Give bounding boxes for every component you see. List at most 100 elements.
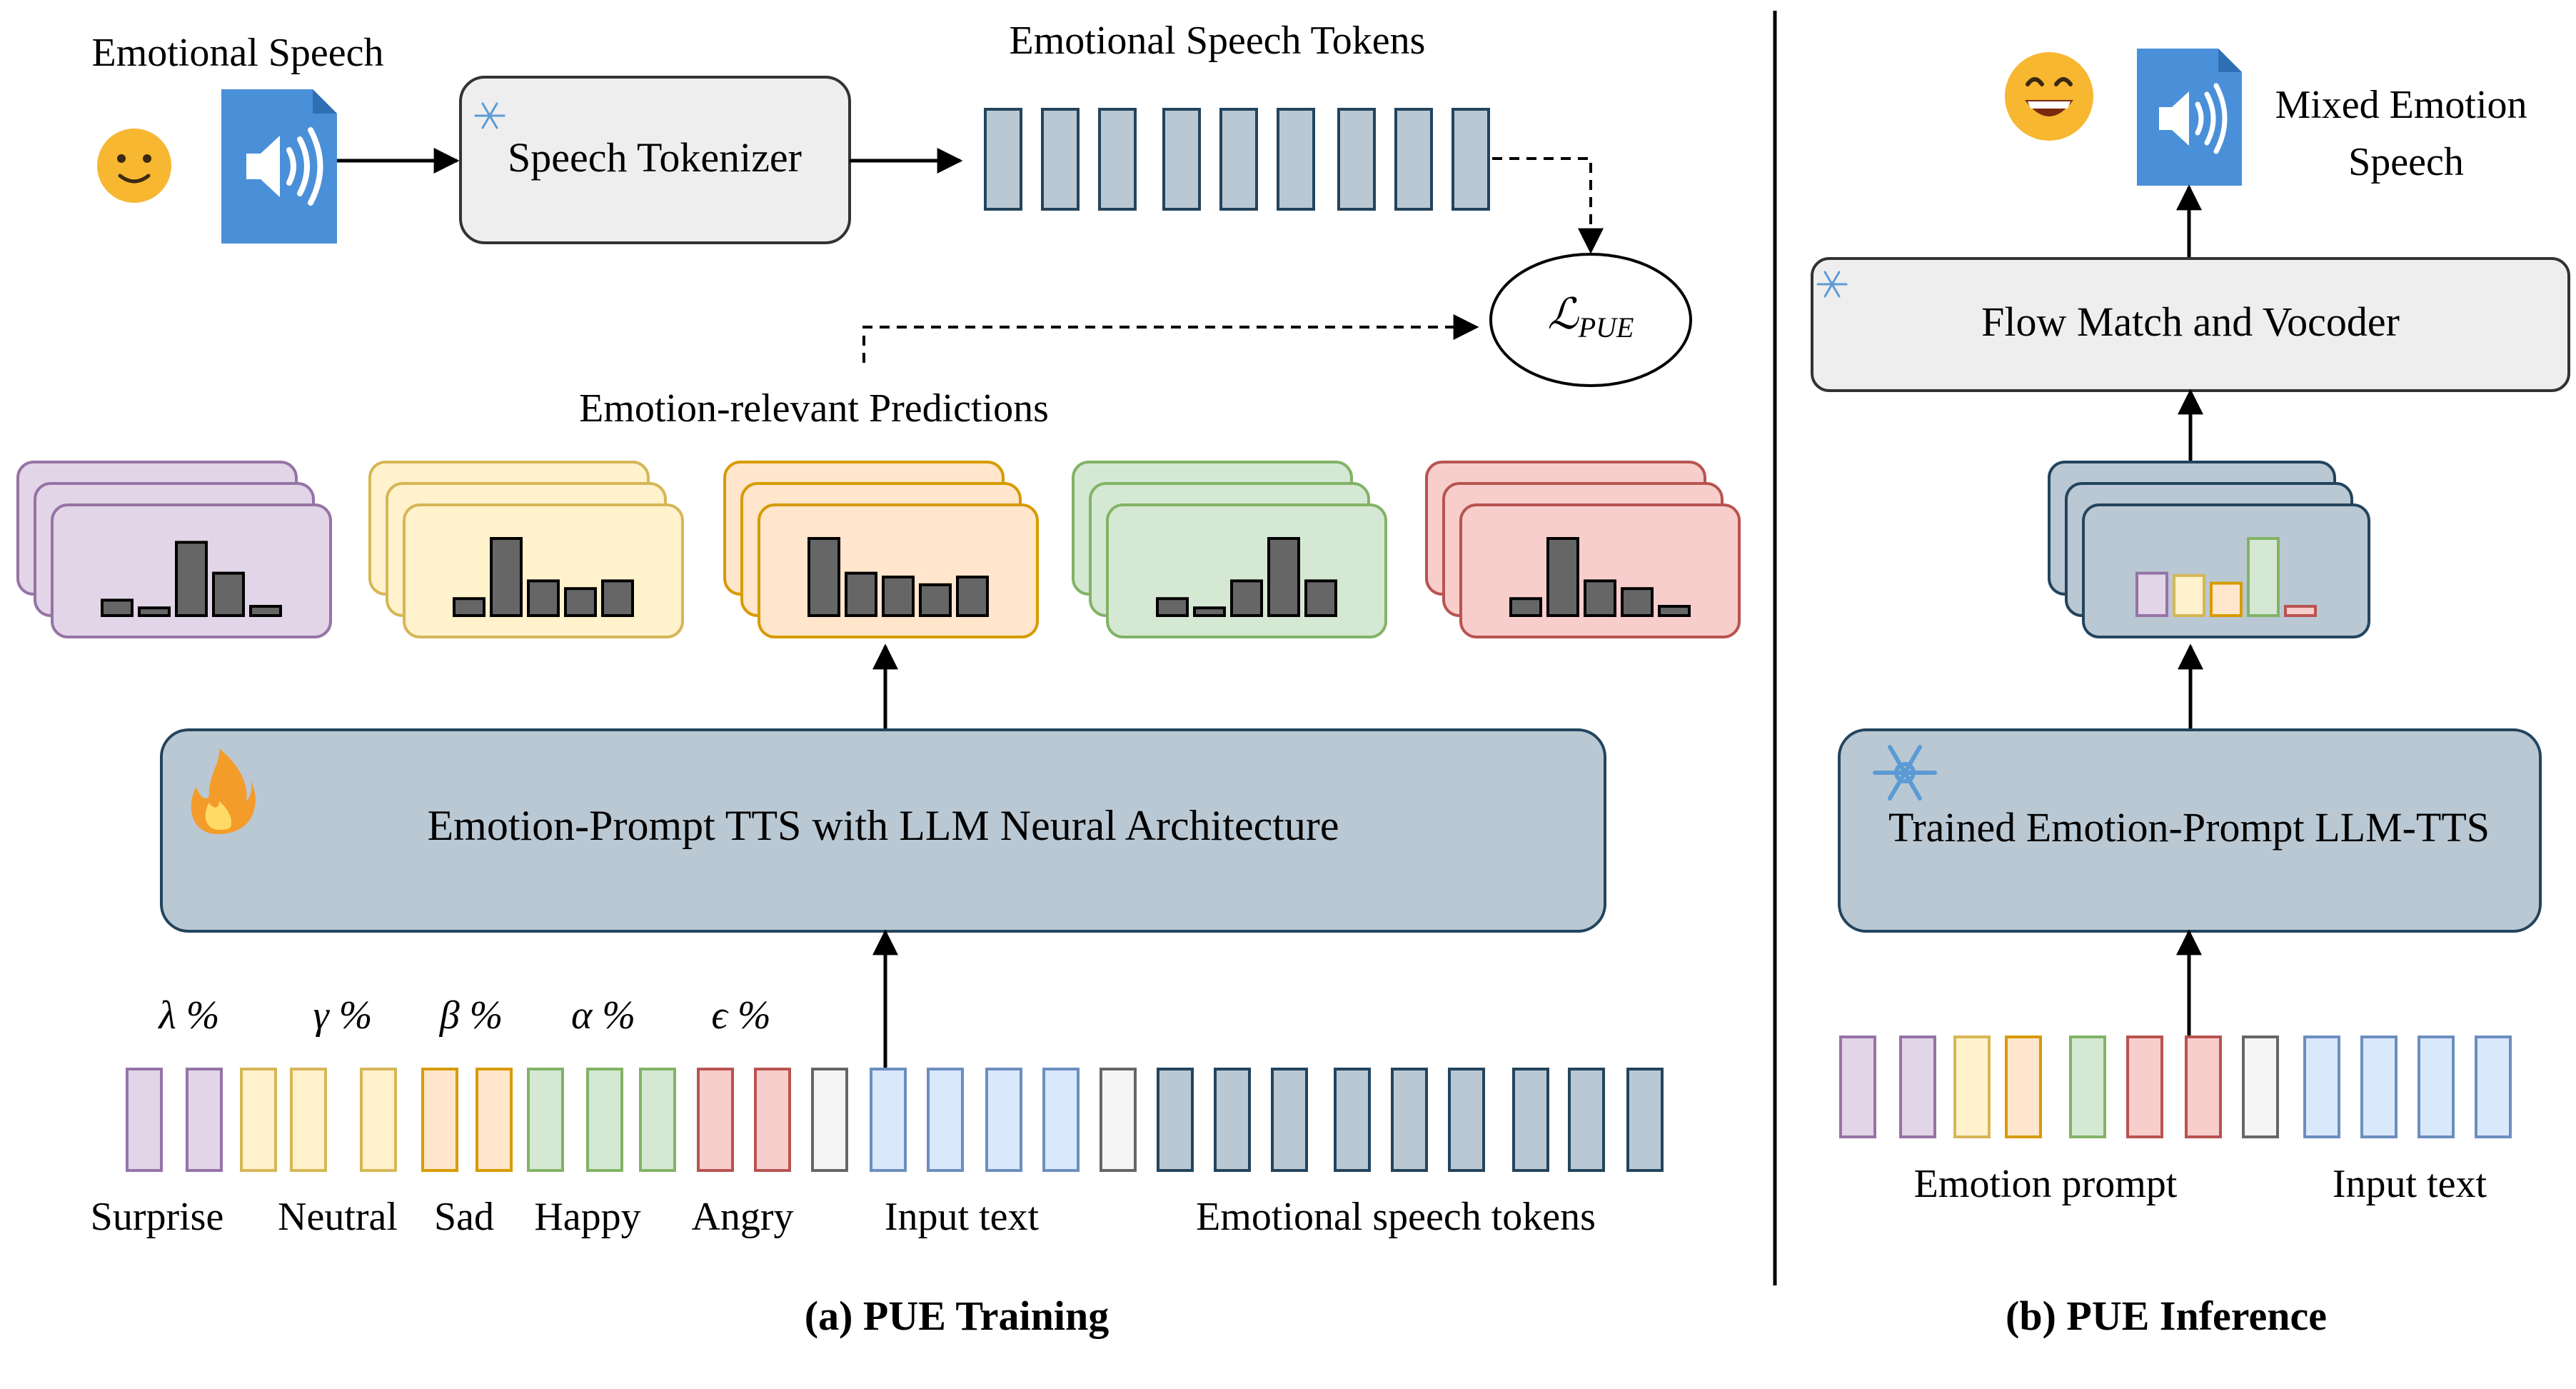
emotional-speech-tokens-label: Emotional Speech Tokens bbox=[1010, 19, 1426, 63]
audio-file-icon bbox=[221, 89, 337, 244]
prediction-bar bbox=[1156, 597, 1189, 617]
prediction-bar bbox=[1304, 579, 1337, 618]
speech-token bbox=[1337, 108, 1376, 211]
sequence-token bbox=[290, 1068, 327, 1172]
emotion-percent-labels: λ %γ %β %α %ϵ % bbox=[158, 993, 771, 1038]
prediction-bar bbox=[1621, 587, 1654, 618]
mixed-stack-cards bbox=[2048, 461, 2370, 638]
sequence-token bbox=[1568, 1068, 1605, 1172]
flow-match-vocoder-box: Flow Match and Vocoder bbox=[1811, 257, 2570, 392]
speech-token bbox=[1041, 108, 1080, 211]
sequence-token bbox=[2417, 1036, 2455, 1138]
sequence-token bbox=[1334, 1068, 1371, 1172]
loss-symbol: ℒPUE bbox=[1548, 291, 1634, 344]
prediction-bar bbox=[1509, 597, 1542, 617]
speech-tokenizer-label: Speech Tokenizer bbox=[508, 134, 802, 181]
prediction-stack-sad bbox=[723, 461, 1039, 638]
sequence-token bbox=[1157, 1068, 1194, 1172]
speech-token bbox=[1451, 108, 1490, 211]
prediction-bar bbox=[1230, 579, 1263, 618]
trained-llm-tts-label: Trained Emotion-Prompt LLM-TTS bbox=[1888, 804, 2490, 851]
prediction-card bbox=[2082, 503, 2370, 638]
inference-sequence-labels: Emotion prompt Input text bbox=[1914, 1162, 2487, 1206]
sequence-token bbox=[870, 1068, 907, 1172]
prediction-bar bbox=[564, 587, 597, 618]
sequence-label: Emotional speech tokens bbox=[1196, 1195, 1596, 1239]
sequence-token bbox=[1100, 1068, 1137, 1172]
percent-label: α % bbox=[571, 993, 635, 1038]
percent-label: γ % bbox=[313, 993, 373, 1038]
sequence-token bbox=[811, 1068, 848, 1172]
inference-input-sequence bbox=[1839, 1036, 2512, 1138]
speech-token bbox=[1219, 108, 1258, 211]
pue-training-caption: (a) PUE Training bbox=[805, 1293, 1109, 1339]
sequence-token bbox=[2475, 1036, 2512, 1138]
sequence-token bbox=[2242, 1036, 2279, 1138]
prediction-bar bbox=[1193, 606, 1226, 618]
mixed-emotion-speech-label: Mixed Emotion Speech bbox=[2275, 83, 2537, 184]
speech-token bbox=[1277, 108, 1315, 211]
sequence-token bbox=[360, 1068, 397, 1172]
sequence-token bbox=[1899, 1036, 1936, 1138]
sequence-token bbox=[2360, 1036, 2398, 1138]
sequence-label: Input text bbox=[885, 1195, 1040, 1239]
sequence-token bbox=[1042, 1068, 1080, 1172]
prediction-bar bbox=[2284, 605, 2317, 617]
sequence-label: Happy bbox=[534, 1195, 640, 1239]
sequence-token bbox=[186, 1068, 223, 1172]
sequence-token bbox=[639, 1068, 676, 1172]
prediction-bar bbox=[919, 583, 952, 617]
mixed-prediction-stack bbox=[2048, 461, 2370, 638]
sequence-token bbox=[476, 1068, 513, 1172]
snowflake-icon bbox=[1816, 271, 1848, 298]
prediction-stack-happy bbox=[1072, 461, 1387, 638]
prediction-bar bbox=[2247, 537, 2280, 617]
speech-token bbox=[1394, 108, 1433, 211]
prediction-stack-angry bbox=[1425, 461, 1741, 638]
prediction-bar bbox=[527, 579, 560, 618]
sequence-token bbox=[586, 1068, 623, 1172]
emotion-prompt-tts-box: Emotion-Prompt TTS with LLM Neural Archi… bbox=[160, 728, 1606, 933]
sequence-label: Emotion prompt bbox=[1914, 1162, 2178, 1206]
sequence-token bbox=[1512, 1068, 1549, 1172]
prediction-card bbox=[758, 503, 1039, 638]
prediction-stacks bbox=[16, 461, 1741, 638]
prediction-bar bbox=[1658, 605, 1691, 617]
prediction-bar bbox=[882, 576, 915, 617]
speech-token bbox=[1098, 108, 1137, 211]
prediction-bar bbox=[1267, 537, 1300, 617]
speech-token bbox=[1162, 108, 1201, 211]
sequence-token bbox=[240, 1068, 277, 1172]
sequence-token bbox=[697, 1068, 734, 1172]
prediction-bar bbox=[956, 576, 989, 617]
sequence-token bbox=[527, 1068, 564, 1172]
mixed-emotion-line2: Speech bbox=[2348, 140, 2464, 184]
prediction-bar bbox=[1546, 537, 1579, 617]
sequence-label: Neutral bbox=[278, 1195, 398, 1239]
trained-llm-tts-box: Trained Emotion-Prompt LLM-TTS bbox=[1838, 728, 2542, 933]
sequence-label: Input text bbox=[2333, 1162, 2487, 1206]
prediction-bar bbox=[2135, 571, 2168, 617]
sequence-token bbox=[1953, 1036, 1991, 1138]
sequence-token bbox=[2005, 1036, 2042, 1138]
sequence-token bbox=[1271, 1068, 1308, 1172]
prediction-bar bbox=[212, 571, 245, 617]
sequence-label: Angry bbox=[691, 1195, 793, 1239]
prediction-bar bbox=[490, 537, 523, 617]
sequence-token bbox=[1448, 1068, 1485, 1172]
percent-label: ϵ % bbox=[711, 993, 770, 1038]
prediction-stack-neutral bbox=[368, 461, 684, 638]
prediction-bar bbox=[2210, 581, 2243, 618]
emotion-relevant-predictions-label: Emotion-relevant Predictions bbox=[579, 386, 1049, 431]
sequence-token bbox=[927, 1068, 964, 1172]
prediction-bar bbox=[2173, 573, 2205, 618]
prediction-bar bbox=[138, 606, 171, 618]
emotional-speech-label: Emotional Speech bbox=[91, 31, 383, 75]
prediction-bar bbox=[101, 598, 134, 618]
sequence-token bbox=[754, 1068, 791, 1172]
neutral-face-emoji-icon bbox=[97, 129, 171, 203]
sequence-token bbox=[2126, 1036, 2163, 1138]
grinning-face-emoji-icon bbox=[2005, 52, 2093, 141]
prediction-bar bbox=[807, 537, 840, 617]
